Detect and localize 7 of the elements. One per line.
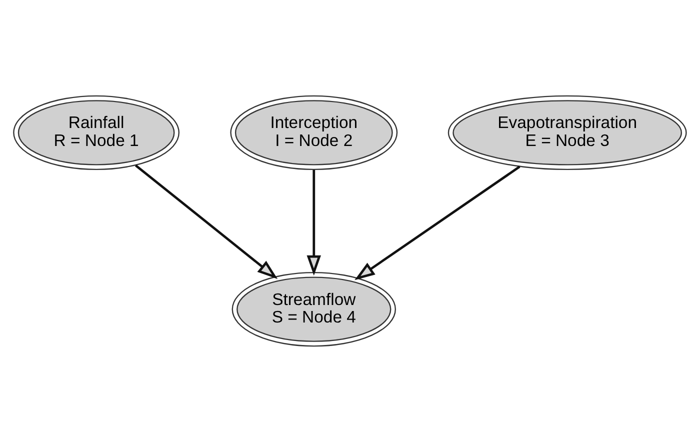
arrow	[354, 165, 520, 280]
node-ellipse: Interception I = Node 2	[230, 94, 398, 170]
node-ellipse: Rainfall R = Node 1	[13, 94, 180, 170]
node-ellipse: Evapotranspiration E = Node 3	[448, 94, 687, 170]
arrow	[306, 169, 322, 276]
arrow	[134, 164, 278, 279]
node-ellipse: Streamflow S = Node 4	[232, 271, 396, 346]
